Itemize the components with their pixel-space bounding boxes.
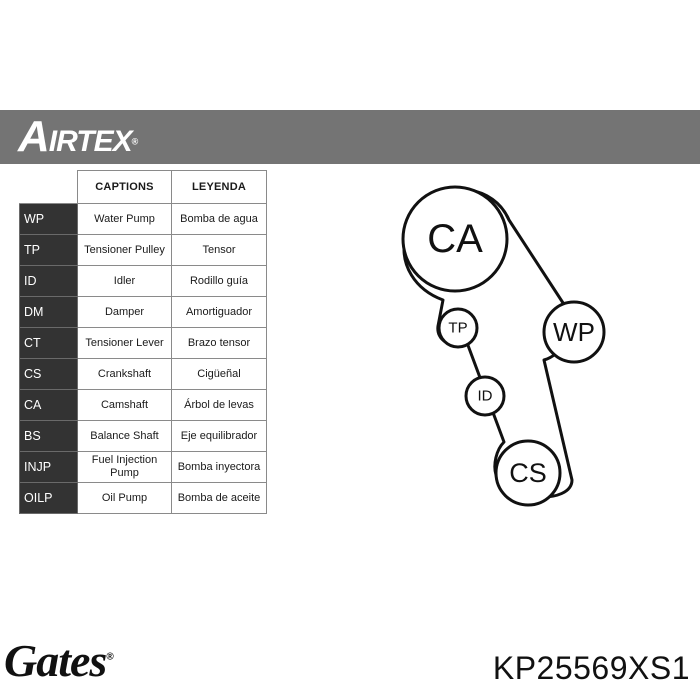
airtex-logo: AIRTEX® xyxy=(18,112,138,161)
legend-code: OILP xyxy=(19,482,78,514)
gates-logo: Gates® xyxy=(4,635,114,686)
legend-code: CA xyxy=(19,389,78,421)
pulley-cs: CS xyxy=(494,439,562,507)
legend-caption: Damper xyxy=(77,296,172,328)
legend-leyenda: Brazo tensor xyxy=(171,327,267,359)
airtex-banner: AIRTEX® xyxy=(0,110,700,164)
legend-table: CAPTIONS LEYENDA WP Water Pump Bomba de … xyxy=(19,170,267,514)
legend-caption: Tensioner Lever xyxy=(77,327,172,359)
legend-row: DM Damper Amortiguador xyxy=(19,296,267,328)
legend-row: OILP Oil Pump Bomba de aceite xyxy=(19,482,267,514)
legend-code: TP xyxy=(19,234,78,266)
legend-code: DM xyxy=(19,296,78,328)
legend-leyenda: Tensor xyxy=(171,234,267,266)
pulley-tp-label: TP xyxy=(448,320,467,337)
legend-caption: Crankshaft xyxy=(77,358,172,390)
legend-row: BS Balance Shaft Eje equilibrador xyxy=(19,420,267,452)
legend-leyenda: Cigüeñal xyxy=(171,358,267,390)
legend-caption: Idler xyxy=(77,265,172,297)
legend-row: WP Water Pump Bomba de agua xyxy=(19,203,267,235)
legend-code: BS xyxy=(19,420,78,452)
legend-header-leyenda: LEYENDA xyxy=(171,170,267,204)
pulley-wp-label: WP xyxy=(553,317,595,347)
pulley-wp: WP xyxy=(542,300,606,364)
legend-header-corner xyxy=(19,170,78,204)
legend-leyenda: Eje equilibrador xyxy=(171,420,267,452)
pulley-ca-label: CA xyxy=(427,217,483,261)
legend-caption: Oil Pump xyxy=(77,482,172,514)
legend-caption: Water Pump xyxy=(77,203,172,235)
legend-code: CS xyxy=(19,358,78,390)
pulley-cs-label: CS xyxy=(509,458,547,488)
legend-code: CT xyxy=(19,327,78,359)
legend-row: CA Camshaft Árbol de levas xyxy=(19,389,267,421)
legend-code: ID xyxy=(19,265,78,297)
legend-leyenda: Rodillo guía xyxy=(171,265,267,297)
legend-caption: Fuel Injection Pump xyxy=(77,451,172,483)
pulley-tp: TP xyxy=(437,307,479,349)
legend-caption: Balance Shaft xyxy=(77,420,172,452)
part-number: KP25569XS1 xyxy=(492,650,690,686)
legend-leyenda: Amortiguador xyxy=(171,296,267,328)
legend-leyenda: Árbol de levas xyxy=(171,389,267,421)
legend-caption: Tensioner Pulley xyxy=(77,234,172,266)
pulley-ca: CA xyxy=(401,185,509,293)
legend-row: INJP Fuel Injection Pump Bomba inyectora xyxy=(19,451,267,483)
legend-header-row: CAPTIONS LEYENDA xyxy=(19,170,267,204)
legend-row: CS Crankshaft Cigüeñal xyxy=(19,358,267,390)
legend-leyenda: Bomba de agua xyxy=(171,203,267,235)
legend-leyenda: Bomba inyectora xyxy=(171,451,267,483)
legend-code: WP xyxy=(19,203,78,235)
legend-row: TP Tensioner Pulley Tensor xyxy=(19,234,267,266)
legend-caption: Camshaft xyxy=(77,389,172,421)
pulley-id-label: ID xyxy=(478,388,493,405)
legend-row: ID Idler Rodillo guía xyxy=(19,265,267,297)
legend-leyenda: Bomba de aceite xyxy=(171,482,267,514)
pulley-id: ID xyxy=(464,375,506,417)
legend-code: INJP xyxy=(19,451,78,483)
legend-header-captions: CAPTIONS xyxy=(77,170,172,204)
legend-row: CT Tensioner Lever Brazo tensor xyxy=(19,327,267,359)
belt-routing-diagram: CA TP WP ID CS xyxy=(401,185,606,507)
